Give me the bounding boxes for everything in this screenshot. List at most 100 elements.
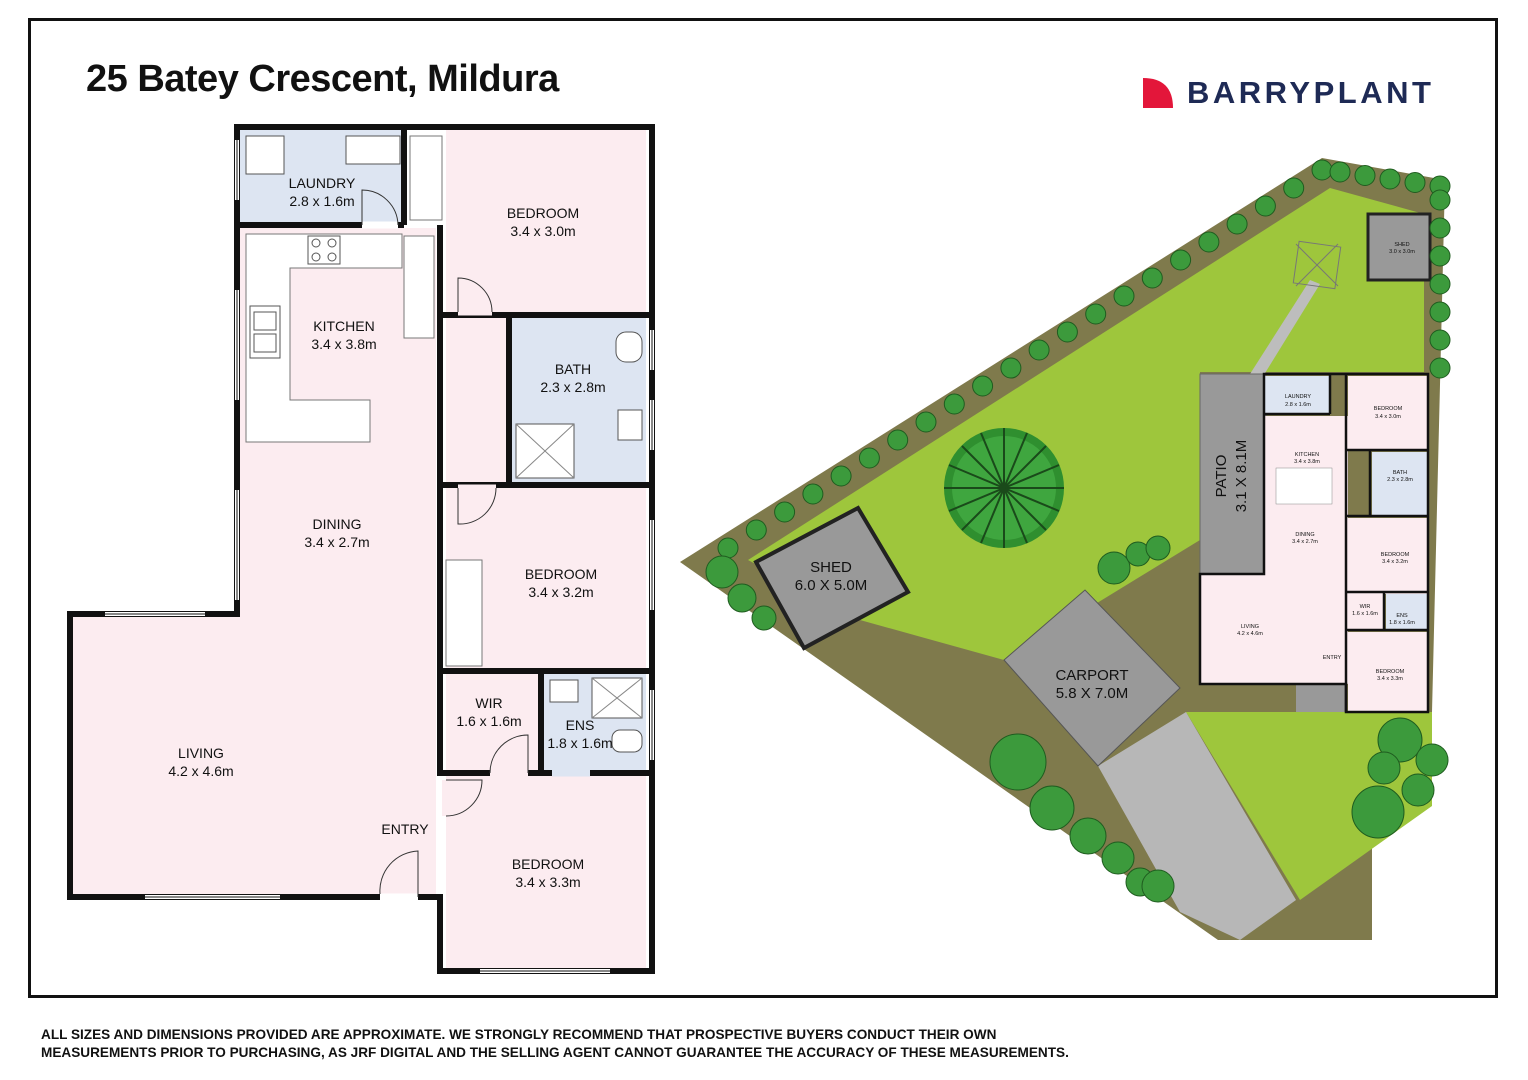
living-size: 4.2 x 4.6m [168, 763, 233, 779]
bedroom2-label: BEDROOM [525, 566, 597, 582]
floor-plan-doors [361, 189, 590, 901]
site-entry-label: ENTRY [1323, 655, 1342, 661]
site-bath-size: 2.3 x 2.8m [1387, 477, 1413, 483]
hedge-shrub [1085, 303, 1107, 325]
hedge-shrub [1141, 267, 1163, 289]
patio [1199, 373, 1267, 575]
hedge-shrub [1329, 161, 1351, 183]
robe-bedroom2 [445, 559, 483, 667]
laundry-label: LAUNDRY [289, 175, 356, 191]
site-bath-label: BATH [1393, 470, 1407, 476]
garden-shrubs [705, 535, 1449, 903]
living-room [73, 614, 436, 894]
hedge-shrub [1000, 357, 1022, 379]
brand-mark-icon [1143, 78, 1173, 108]
site-wir-size: 1.6 x 1.6m [1352, 611, 1378, 617]
site-bedroom3-label: BEDROOM [1376, 669, 1405, 675]
bath-label: BATH [555, 361, 591, 377]
disclaimer-line-2: MEASUREMENTS PRIOR TO PURCHASING, AS JRF… [41, 1045, 1069, 1060]
shed-small [1366, 212, 1432, 282]
laundry-bench [345, 135, 401, 165]
dining-label: DINING [313, 516, 362, 532]
hedge-shrub [1198, 231, 1220, 253]
site-plan: CARPORT 5.8 X 7.0M SHED 6.0 X 5.0M SHED … [680, 158, 1451, 940]
bath-size: 2.3 x 2.8m [540, 379, 605, 395]
living-label: LIVING [178, 745, 224, 761]
disclaimer-line-1: ALL SIZES AND DIMENSIONS PROVIDED ARE AP… [41, 1027, 997, 1042]
carport-size: 5.8 X 7.0M [1056, 685, 1129, 702]
site-ens-label: ENS [1396, 613, 1408, 619]
shed-small-size: 3.0 x 3.0m [1389, 249, 1415, 255]
site-dining-size: 3.4 x 2.7m [1292, 539, 1318, 545]
hedge-shrub [1170, 249, 1192, 271]
hedge-shrub [1379, 168, 1401, 190]
patio-label: PATIO [1213, 455, 1230, 498]
hedge-shrub [1429, 273, 1451, 295]
hallway [446, 318, 506, 484]
shed-large [753, 505, 911, 651]
hedge-shrub [1354, 165, 1376, 186]
hedge-shrub [745, 519, 767, 541]
hedge-shrub [1404, 172, 1426, 193]
hedge-shrub [1311, 159, 1333, 181]
ens-label: ENS [566, 717, 595, 733]
hedge-shrub [1429, 245, 1451, 267]
site-laundry-size: 2.8 x 1.6m [1285, 402, 1311, 408]
site-bedroom3-size: 3.4 x 3.3m [1377, 676, 1403, 682]
carport-label: CARPORT [1055, 667, 1128, 684]
wir-size: 1.6 x 1.6m [456, 713, 521, 729]
floor-plan: LAUNDRY 2.8 x 1.6m BEDROOM 3.4 x 3.0m KI… [67, 124, 655, 974]
hedge-shrub [915, 411, 937, 433]
hedge-shrub [1429, 301, 1451, 323]
bedroom1-label: BEDROOM [507, 205, 579, 221]
wir-room [446, 674, 538, 770]
ens-size: 1.8 x 1.6m [547, 735, 612, 751]
hedge-shrub [1254, 195, 1276, 217]
bedroom1-room [446, 130, 646, 312]
measurement-disclaimer: ALL SIZES AND DIMENSIONS PROVIDED ARE AP… [41, 1026, 1069, 1062]
shed-large-label: SHED [810, 559, 852, 576]
site-bedroom2-label: BEDROOM [1381, 552, 1410, 558]
ens-basin-icon [549, 679, 579, 703]
palm-tree-icon [944, 428, 1064, 548]
hedge-shrub [1429, 329, 1451, 351]
hedge-shrub [1283, 177, 1305, 199]
bedroom2-size: 3.4 x 3.2m [528, 584, 593, 600]
kitchen-size: 3.4 x 3.8m [311, 336, 376, 352]
hedge-shrub [1028, 339, 1050, 361]
garden-path [1250, 280, 1320, 378]
hedge-shrub [774, 501, 796, 523]
property-address-title: 25 Batey Crescent, Mildura [86, 58, 559, 100]
robe-bedroom1 [409, 135, 443, 221]
hedge-shrub [1429, 217, 1451, 239]
hedge-shrub [858, 447, 880, 469]
cooktop-icon [307, 235, 341, 265]
hedge-shrub [830, 465, 852, 487]
kitchen-label: KITCHEN [313, 318, 374, 334]
back-lawn [748, 188, 1424, 660]
hedge-shrub [802, 483, 824, 505]
bedroom1-size: 3.4 x 3.0m [510, 223, 575, 239]
site-living-label: LIVING [1241, 624, 1259, 630]
kitchen-bench [245, 233, 403, 443]
bath-basin-icon [617, 409, 643, 441]
page-frame [28, 18, 1498, 998]
hedge-shrub [1429, 189, 1451, 211]
site-house: PATIO 3.1 X 8.1M LAUNDRY 2.8 x 1.6 [1198, 372, 1430, 714]
site-dining-label: DINING [1295, 532, 1314, 538]
laundry-size: 2.8 x 1.6m [289, 193, 354, 209]
site-kitchen-size: 3.4 x 3.8m [1294, 459, 1320, 465]
hedge-shrub [1113, 285, 1135, 307]
fridge-space [403, 235, 435, 339]
hedge-shrub [972, 375, 994, 397]
bath-toilet-icon [615, 331, 643, 363]
site-living-size: 4.2 x 4.6m [1237, 631, 1263, 637]
kitchen-sink-icon [249, 305, 281, 359]
shed-large-size: 6.0 X 5.0M [795, 577, 868, 594]
hedge-shrub [717, 537, 739, 559]
laundry-trough-icon [245, 135, 285, 175]
floor-plan-window-lines [105, 140, 653, 972]
hedge-shrubs [717, 159, 1451, 559]
hedge-shrub [1226, 213, 1248, 235]
